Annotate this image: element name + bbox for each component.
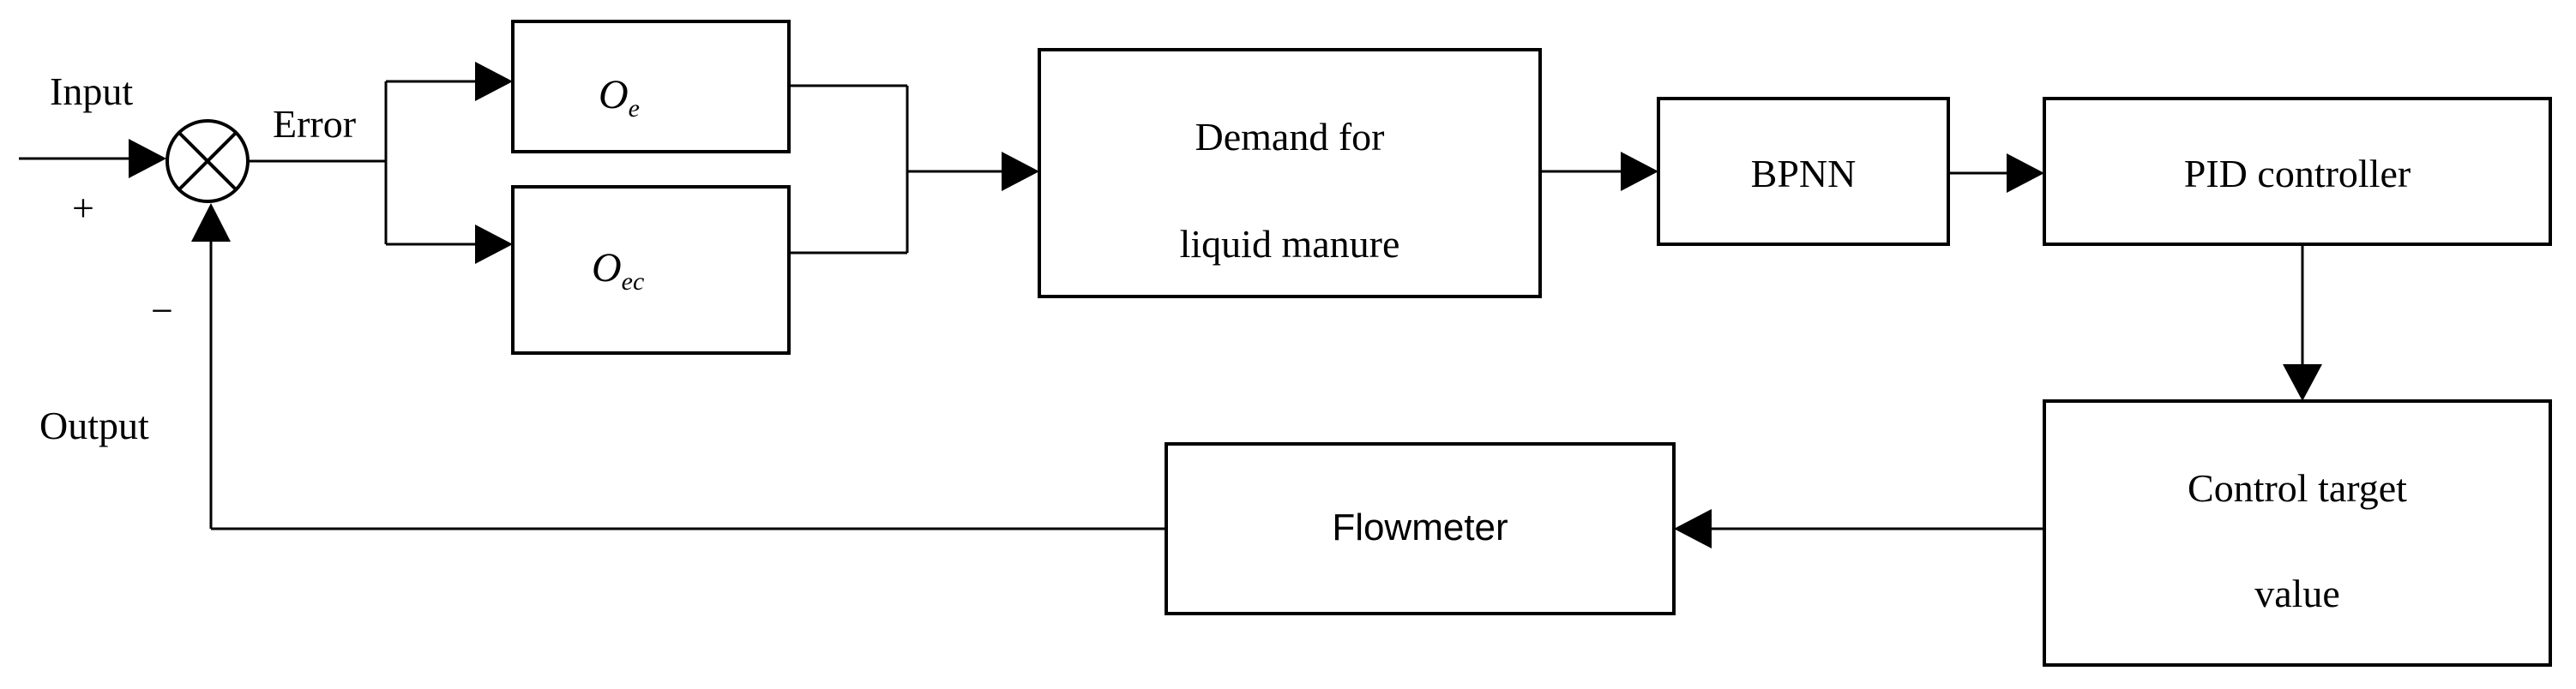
to-oec-arrow (475, 225, 513, 264)
demand-line1: Demand for (1195, 115, 1385, 159)
oe-block: Oe (511, 20, 791, 153)
svg-text:Oec: Oec (592, 245, 644, 296)
to-pid-arrow (2007, 153, 2044, 193)
pid-block: PID controller (2043, 97, 2552, 246)
to-bpnn-arrow (1621, 152, 1658, 191)
flowmeter-block: Flowmeter (1165, 442, 1676, 615)
oec-sub: ec (622, 267, 645, 296)
control-target-line2: value (2254, 572, 2340, 615)
control-target-line1: Control target (2188, 466, 2407, 510)
svg-text:Oe: Oe (599, 72, 640, 123)
oe-main: O (599, 72, 629, 117)
control-target-block: Control target value (2043, 399, 2552, 667)
to-control-target-arrow (2283, 364, 2322, 401)
demand-block: Demand for liquid manure (1038, 48, 1542, 298)
to-flowmeter-arrow (1674, 509, 1712, 548)
minus-sign: − (151, 289, 173, 333)
bpnn-block: BPNN (1657, 97, 1950, 246)
input-label: Input (50, 69, 133, 113)
oec-block: Oec (511, 185, 791, 355)
oe-sub: e (629, 94, 640, 123)
oec-main: O (592, 245, 622, 291)
pid-label: PID controller (2184, 152, 2410, 195)
input-arrow (129, 139, 166, 178)
plus-sign: + (72, 186, 94, 230)
summing-junction (166, 119, 250, 203)
to-oe-arrow (475, 62, 513, 101)
output-label: Output (39, 404, 149, 447)
error-label: Error (273, 102, 356, 146)
demand-line2: liquid manure (1180, 222, 1400, 266)
to-demand-arrow (1002, 152, 1039, 191)
feedback-arrow (191, 203, 231, 242)
bpnn-label: BPNN (1751, 152, 1857, 195)
flowmeter-label: Flowmeter (1332, 506, 1508, 548)
